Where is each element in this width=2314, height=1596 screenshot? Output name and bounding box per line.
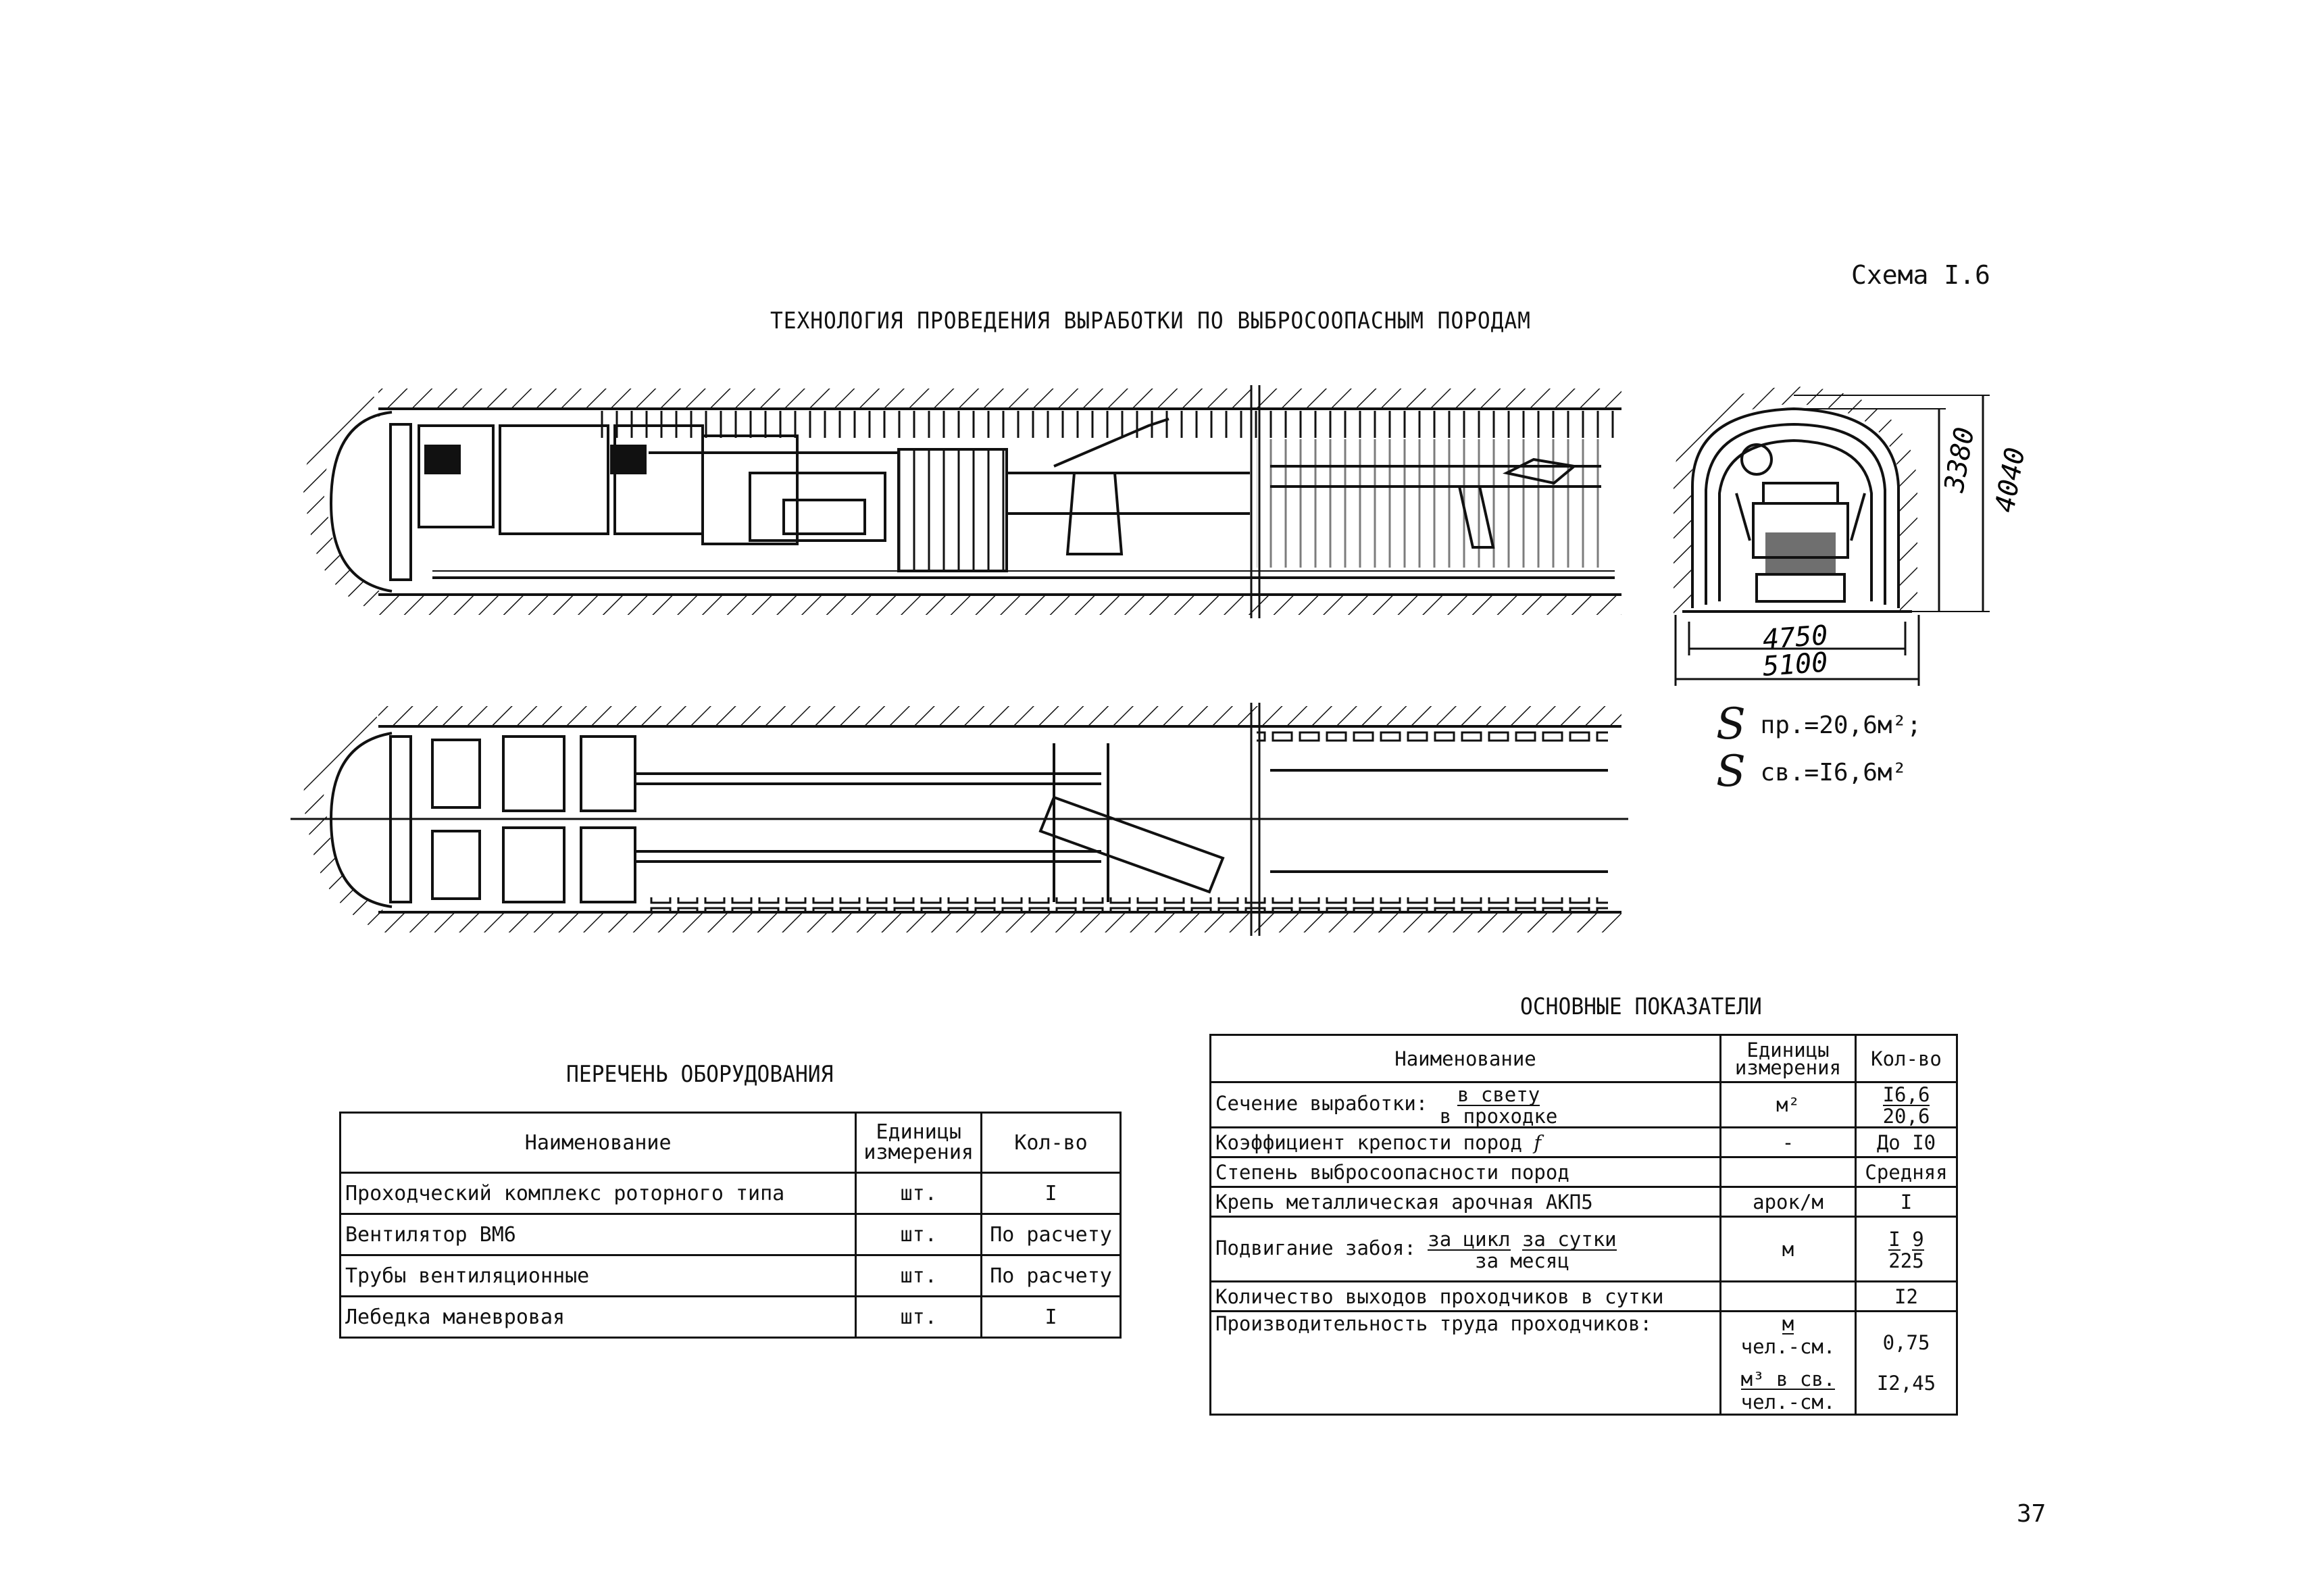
page-number: 37 bbox=[2017, 1500, 2046, 1528]
indicators-title: ОСНОВНЫЕ ПОКАЗАТЕЛИ bbox=[1520, 993, 1762, 1020]
ind-header-name: Наименование bbox=[1209, 1034, 1721, 1083]
ind-value: I bbox=[1855, 1186, 1958, 1218]
ind-unit bbox=[1719, 1280, 1857, 1312]
ind-value: I 9 225 bbox=[1855, 1216, 1958, 1282]
table-row: Крепь металлическая арочная АКП5 арок/м … bbox=[1209, 1186, 1958, 1218]
ind-unit: - bbox=[1719, 1126, 1857, 1158]
eq-header-unit: Единицы измерения bbox=[855, 1112, 983, 1174]
ind-outburst: Степень выбросоопасности пород bbox=[1209, 1156, 1721, 1188]
ind-header-unit: Единицы измерения bbox=[1719, 1034, 1857, 1083]
eq-qty: I bbox=[980, 1172, 1122, 1215]
ind-value: До I0 bbox=[1855, 1126, 1958, 1158]
table-row: Коэффициент крепости пород f - До I0 bbox=[1209, 1126, 1958, 1158]
table-row: Вентилятор ВМ6 шт. По расчету bbox=[338, 1213, 1122, 1256]
eq-qty: По расчету bbox=[980, 1254, 1122, 1297]
table-row: Сечение выработки: в свету в проходке м²… bbox=[1209, 1081, 1958, 1128]
eq-header-qty: Кол-во bbox=[980, 1112, 1122, 1174]
ind-section: Сечение выработки: в свету в проходке bbox=[1209, 1081, 1721, 1128]
eq-unit: шт. bbox=[855, 1213, 983, 1256]
table-row: Количество выходов проходчиков в сутки I… bbox=[1209, 1280, 1958, 1312]
eq-name: Трубы вентиляционные bbox=[338, 1254, 857, 1297]
indicators-table: Наименование Единицы измерения Кол-во Се… bbox=[1209, 1034, 1958, 1416]
area-total: S пр.=20,6м²; bbox=[1716, 699, 1921, 749]
equipment-title: ПЕРЕЧЕНЬ ОБОРУДОВАНИЯ bbox=[566, 1061, 834, 1088]
eq-unit: шт. bbox=[855, 1254, 983, 1297]
ind-value: Средняя bbox=[1855, 1156, 1958, 1188]
eq-name: Проходческий комплекс роторного типа bbox=[338, 1172, 857, 1215]
table-row: Подвигание забоя: за цикл за сутки за ме… bbox=[1209, 1216, 1958, 1282]
eq-qty: По расчету bbox=[980, 1213, 1122, 1256]
plan-view bbox=[291, 703, 1628, 936]
ind-value: I2 bbox=[1855, 1280, 1958, 1312]
ind-value: I6,6 20,6 bbox=[1855, 1081, 1958, 1128]
ind-support: Крепь металлическая арочная АКП5 bbox=[1209, 1186, 1721, 1218]
ind-header-qty: Кол-во bbox=[1855, 1034, 1958, 1083]
table-row: Проходческий комплекс роторного типа шт.… bbox=[338, 1172, 1122, 1215]
dim-width-outer: 5100 bbox=[1761, 647, 1828, 682]
eq-qty: I bbox=[980, 1295, 1122, 1339]
eq-header-name: Наименование bbox=[338, 1112, 857, 1174]
area-clear: S св.=I6,6м² bbox=[1716, 747, 1907, 797]
eq-name: Вентилятор ВМ6 bbox=[338, 1213, 857, 1256]
ind-value: 0,75 I2,45 bbox=[1855, 1310, 1958, 1416]
dim-width-inner: 4750 bbox=[1761, 620, 1828, 655]
side-elevation-view bbox=[303, 385, 1621, 618]
scheme-label: Схема I.6 bbox=[1851, 260, 1990, 290]
tunnel-drawing: 4750 5100 3380 4040 bbox=[291, 385, 2032, 936]
dim-height-inner: 3380 bbox=[1938, 425, 1980, 495]
ind-advance: Подвигание забоя: за цикл за сутки за ме… bbox=[1209, 1216, 1721, 1282]
ind-unit: арок/м bbox=[1719, 1186, 1857, 1218]
table-row: Степень выбросоопасности пород Средняя bbox=[1209, 1156, 1958, 1188]
ind-hardness: Коэффициент крепости пород f bbox=[1209, 1126, 1721, 1158]
equipment-table: Наименование Единицы измерения Кол-во Пр… bbox=[338, 1112, 1122, 1339]
cross-section-view bbox=[1674, 386, 1990, 686]
ind-productivity: Производительность труда проходчиков: bbox=[1209, 1310, 1721, 1416]
eq-name: Лебедка маневровая bbox=[338, 1295, 857, 1339]
ind-unit: м bbox=[1719, 1216, 1857, 1282]
eq-unit: шт. bbox=[855, 1295, 983, 1339]
table-row: Производительность труда проходчиков: м … bbox=[1209, 1310, 1958, 1416]
eq-unit: шт. bbox=[855, 1172, 983, 1215]
ind-unit: м² bbox=[1719, 1081, 1857, 1128]
dim-height-outer: 4040 bbox=[1990, 445, 2032, 515]
ind-unit: м чел.-см. м³ в св. чел.-см. bbox=[1719, 1310, 1857, 1416]
table-row: Трубы вентиляционные шт. По расчету bbox=[338, 1254, 1122, 1297]
ind-exits: Количество выходов проходчиков в сутки bbox=[1209, 1280, 1721, 1312]
page-title: ТЕХНОЛОГИЯ ПРОВЕДЕНИЯ ВЫРАБОТКИ ПО ВЫБРО… bbox=[770, 307, 1531, 334]
ind-unit bbox=[1719, 1156, 1857, 1188]
table-row: Лебедка маневровая шт. I bbox=[338, 1295, 1122, 1339]
